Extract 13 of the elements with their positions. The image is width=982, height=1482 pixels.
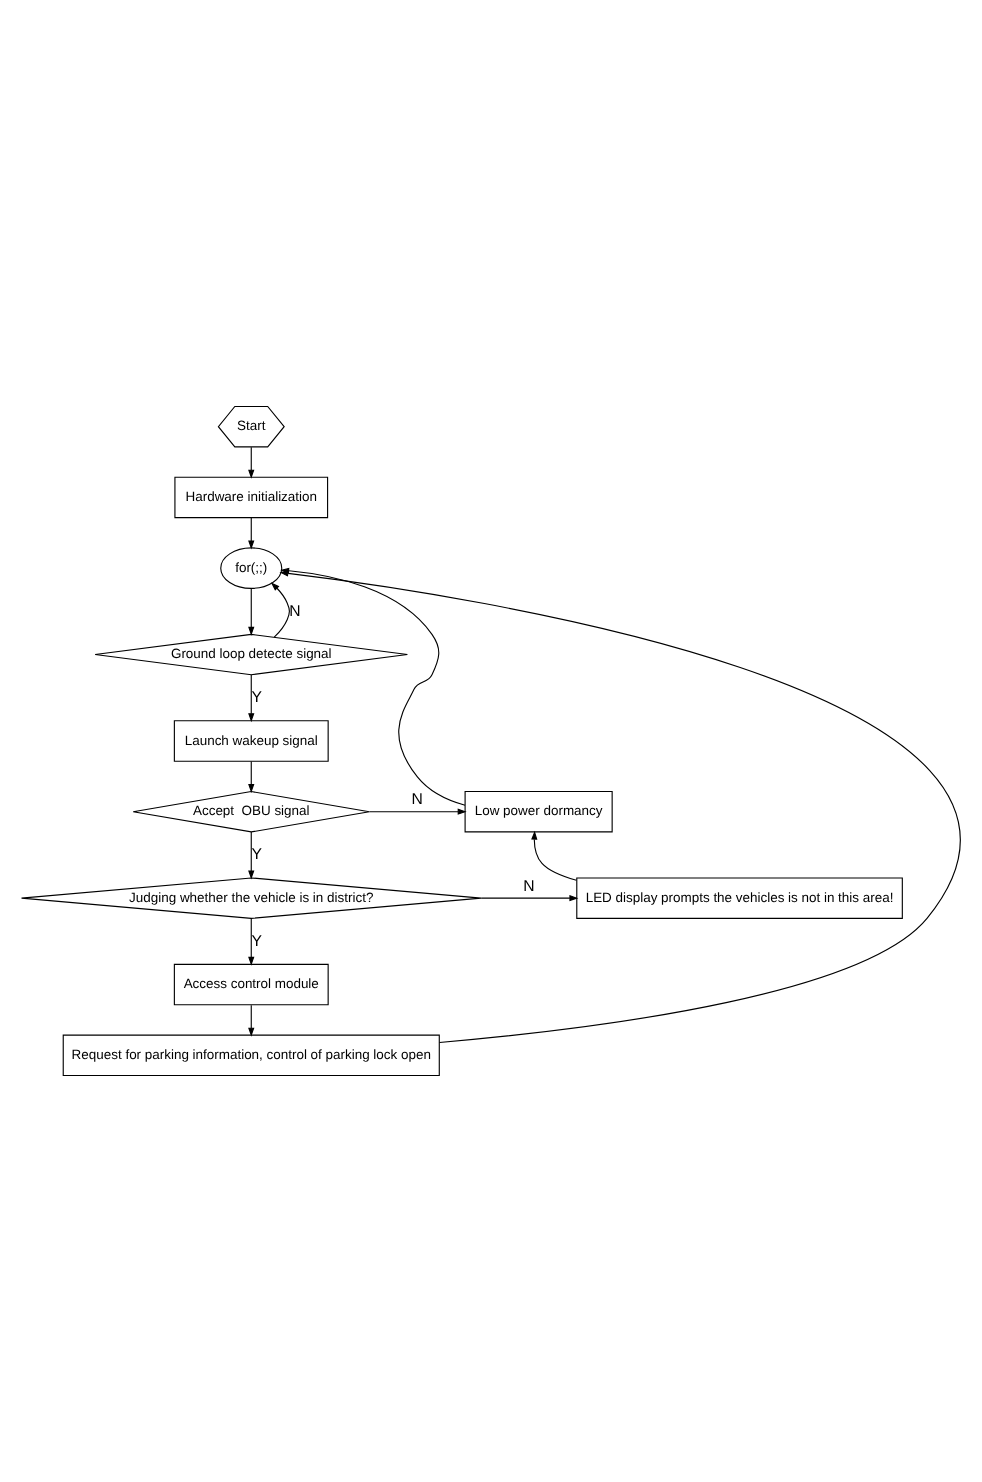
arrow — [248, 517, 255, 550]
arrow — [531, 830, 577, 881]
arrow — [248, 917, 255, 966]
arrow — [248, 761, 255, 794]
arrow — [248, 1004, 255, 1037]
arrow — [248, 446, 255, 479]
arrow — [248, 831, 255, 880]
arrow — [248, 674, 255, 723]
arrow — [368, 808, 467, 815]
arrow — [248, 587, 255, 636]
arrow — [279, 570, 958, 1043]
arrow — [270, 582, 290, 638]
arrow — [480, 895, 579, 902]
